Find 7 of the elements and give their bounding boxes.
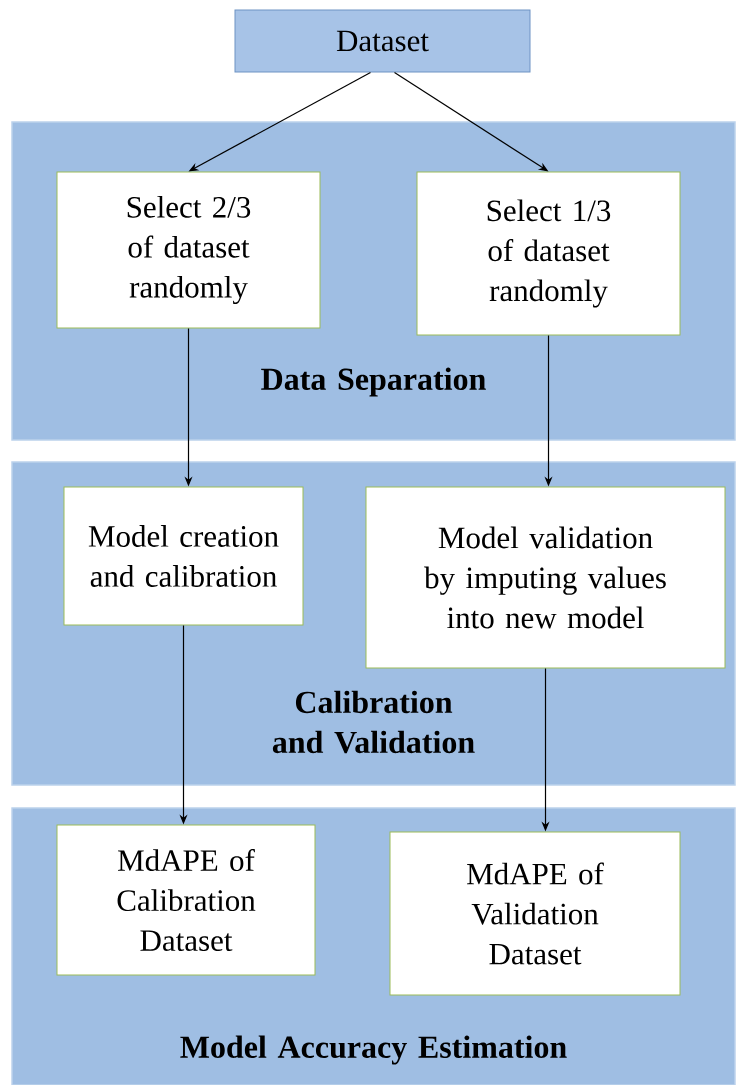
process-box: Select 2/3 of dataset randomly [56, 171, 321, 329]
process-box: MdAPE of Calibration Dataset [56, 824, 316, 976]
process-box: Select 1/3 of dataset randomly [416, 171, 681, 336]
process-box: MdAPE of Validation Dataset [389, 831, 681, 996]
process-box: Model creation and calibration [63, 486, 304, 626]
process-box: Model validation by imputing values into new model [365, 486, 726, 669]
process-box: Dataset [234, 9, 531, 73]
